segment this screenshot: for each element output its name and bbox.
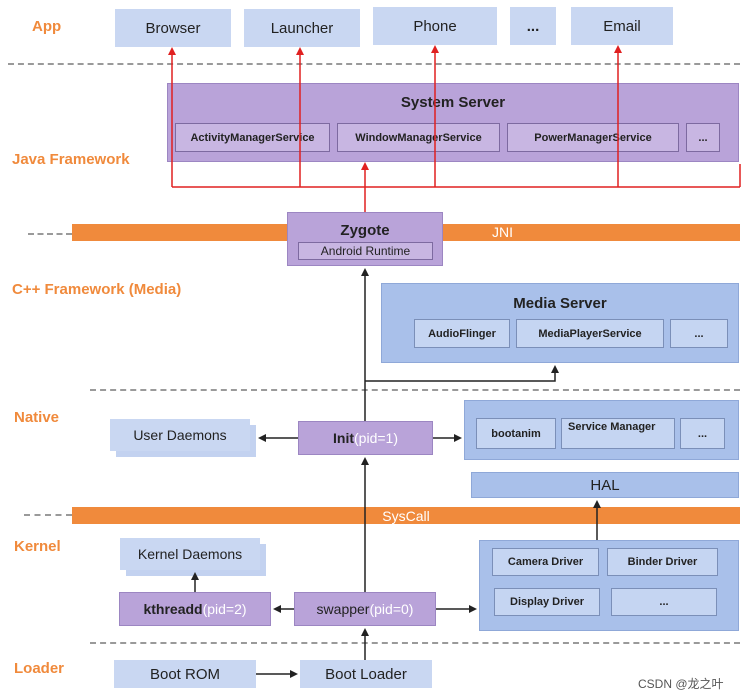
separator-app xyxy=(8,63,740,65)
driver-more: ... xyxy=(611,588,717,616)
init-pid: (pid=1) xyxy=(354,430,398,446)
swapper-process: swapper(pid=0) xyxy=(294,592,436,626)
jni-label: JNI xyxy=(492,224,513,240)
native-service-more: ... xyxy=(680,418,725,449)
android-runtime: Android Runtime xyxy=(298,242,433,260)
app-launcher: Launcher xyxy=(244,9,360,47)
bootanim: bootanim xyxy=(476,418,556,449)
kthreadd-label: kthreadd xyxy=(143,601,203,617)
app-email: Email xyxy=(571,7,673,45)
camera-driver: Camera Driver xyxy=(492,548,599,576)
media-service-more: ... xyxy=(670,319,728,348)
media-player-service: MediaPlayerService xyxy=(516,319,664,348)
audio-flinger: AudioFlinger xyxy=(414,319,510,348)
separator-jni-left xyxy=(28,233,72,235)
window-manager-service: WindowManagerService xyxy=(337,123,500,152)
watermark: CSDN @龙之叶 xyxy=(638,677,724,691)
syscall-bar: SysCall xyxy=(72,507,740,524)
app-phone: Phone xyxy=(373,7,497,45)
separator-native xyxy=(90,389,740,391)
service-manager: Service Manager xyxy=(561,418,675,449)
swapper-label: swapper xyxy=(316,601,370,617)
boot-rom: Boot ROM xyxy=(114,660,256,688)
media-server-title: Media Server xyxy=(513,295,607,312)
user-daemons: User Daemons xyxy=(110,419,250,451)
activity-manager-service: ActivityManagerService xyxy=(175,123,330,152)
kthreadd-process: kthreadd(pid=2) xyxy=(119,592,271,626)
separator-loader xyxy=(90,642,740,644)
system-server-title: System Server xyxy=(400,94,506,111)
power-manager-service: PowerManagerService xyxy=(507,123,679,152)
display-driver: Display Driver xyxy=(494,588,600,616)
hal: HAL xyxy=(471,472,739,498)
layer-label-cpp-framework: C++ Framework (Media) xyxy=(12,281,182,298)
red-arrows xyxy=(168,45,741,212)
binder-driver: Binder Driver xyxy=(607,548,718,576)
layer-label-loader: Loader xyxy=(14,660,65,677)
app-more: ... xyxy=(510,7,556,45)
syscall-label: SysCall xyxy=(382,507,430,524)
init-label: Init xyxy=(333,430,355,446)
zygote-title: Zygote xyxy=(340,222,390,239)
layer-label-app: App xyxy=(32,18,62,35)
layer-label-java-framework: Java Framework xyxy=(12,151,130,168)
kthreadd-pid: (pid=2) xyxy=(202,601,247,617)
app-browser: Browser xyxy=(115,9,231,47)
layer-label-kernel: Kernel xyxy=(14,538,61,555)
dark-arrows xyxy=(191,268,601,678)
layer-label-native: Native xyxy=(14,409,60,426)
separator-syscall-left xyxy=(24,514,72,516)
swapper-pid: (pid=0) xyxy=(369,601,414,617)
boot-loader: Boot Loader xyxy=(300,660,432,688)
init-process: Init(pid=1) xyxy=(298,421,433,455)
system-service-more: ... xyxy=(686,123,720,152)
kernel-daemons: Kernel Daemons xyxy=(120,538,260,570)
